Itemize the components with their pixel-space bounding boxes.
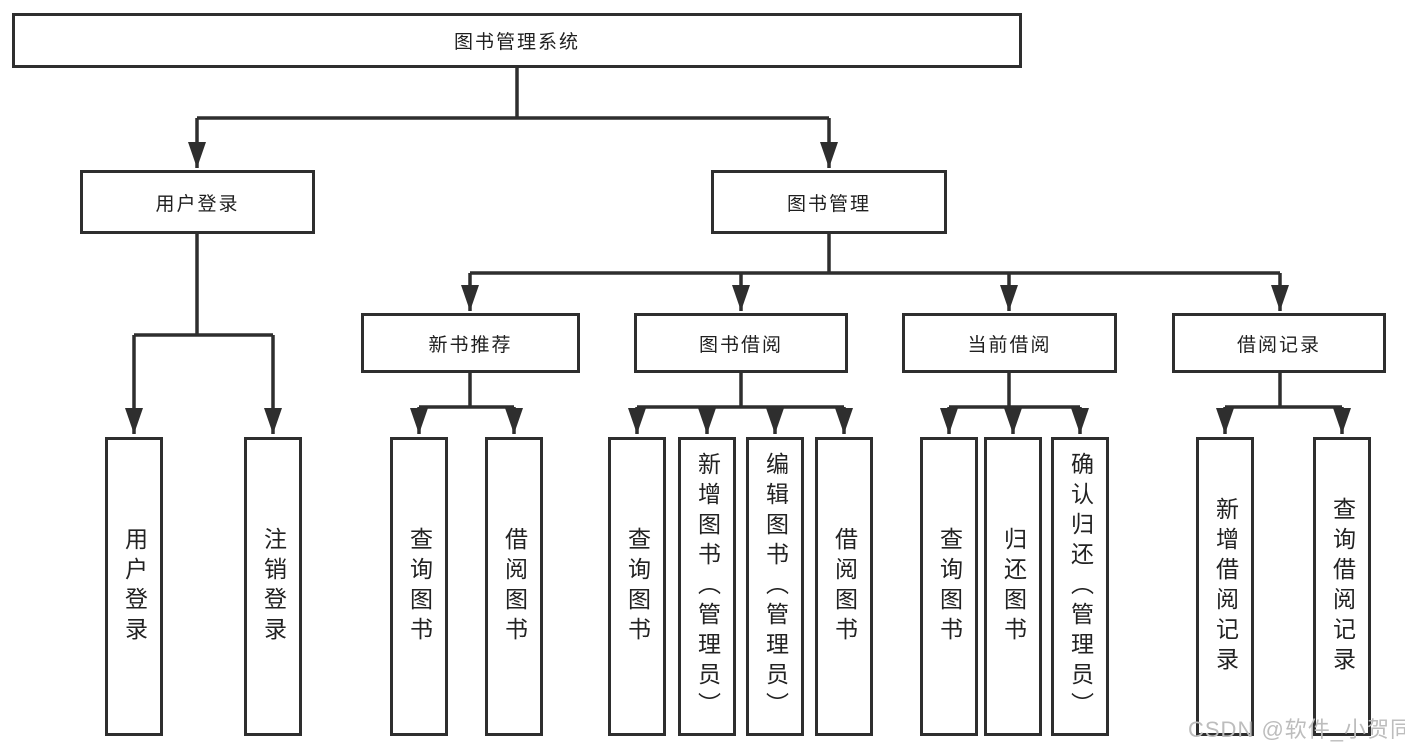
- leaf-add-books-admin: 新增图书（管理员）: [678, 437, 736, 736]
- leaf-query-books-2: 查询图书: [608, 437, 666, 736]
- leaf-return-books: 归还图书: [984, 437, 1042, 736]
- leaf-add-borrow-record: 新增借阅记录: [1196, 437, 1254, 736]
- node-borrow-records: 借阅记录: [1172, 313, 1386, 373]
- node-user-login: 用户登录: [80, 170, 315, 234]
- node-label: 图书管理: [786, 193, 871, 215]
- leaf-confirm-return-admin: 确认归还（管理员）: [1051, 437, 1109, 736]
- leaf-label: 注销登录: [260, 526, 287, 647]
- csdn-watermark: CSDN @软件_小贺同学: [1188, 717, 1405, 742]
- leaf-borrow-books-1: 借阅图书: [485, 437, 543, 736]
- root-node-library-system: 图书管理系统: [12, 13, 1022, 68]
- node-label: 当前借阅: [967, 334, 1052, 356]
- leaf-label: 查询图书: [406, 526, 433, 647]
- node-book-borrow: 图书借阅: [634, 313, 848, 373]
- leaf-label: 查询图书: [936, 526, 963, 647]
- leaf-label: 借阅图书: [501, 526, 528, 647]
- leaf-query-books-1: 查询图书: [390, 437, 448, 736]
- node-current-borrow: 当前借阅: [902, 313, 1117, 373]
- leaf-label: 用户登录: [121, 526, 148, 647]
- node-label: 用户登录: [155, 193, 240, 215]
- leaf-label: 查询借阅记录: [1329, 496, 1356, 677]
- leaf-label: 新增图书（管理员）: [694, 451, 721, 722]
- node-book-management: 图书管理: [711, 170, 947, 234]
- node-label: 借阅记录: [1236, 334, 1321, 356]
- leaf-borrow-books-2: 借阅图书: [815, 437, 873, 736]
- leaf-label: 归还图书: [1000, 526, 1027, 647]
- leaf-label: 新增借阅记录: [1212, 496, 1239, 677]
- leaf-edit-books-admin: 编辑图书（管理员）: [746, 437, 804, 736]
- leaf-label: 确认归还（管理员）: [1067, 451, 1094, 722]
- root-node-label: 图书管理系统: [453, 32, 580, 53]
- leaf-label: 借阅图书: [831, 526, 858, 647]
- leaf-query-borrow-record: 查询借阅记录: [1313, 437, 1371, 736]
- node-label: 图书借阅: [698, 334, 783, 356]
- leaf-user-login: 用户登录: [105, 437, 163, 736]
- leaf-label: 编辑图书（管理员）: [762, 451, 789, 722]
- leaf-logout: 注销登录: [244, 437, 302, 736]
- leaf-label: 查询图书: [624, 526, 651, 647]
- node-label: 新书推荐: [428, 334, 513, 356]
- node-new-book-recommend: 新书推荐: [361, 313, 580, 373]
- leaf-query-books-3: 查询图书: [920, 437, 978, 736]
